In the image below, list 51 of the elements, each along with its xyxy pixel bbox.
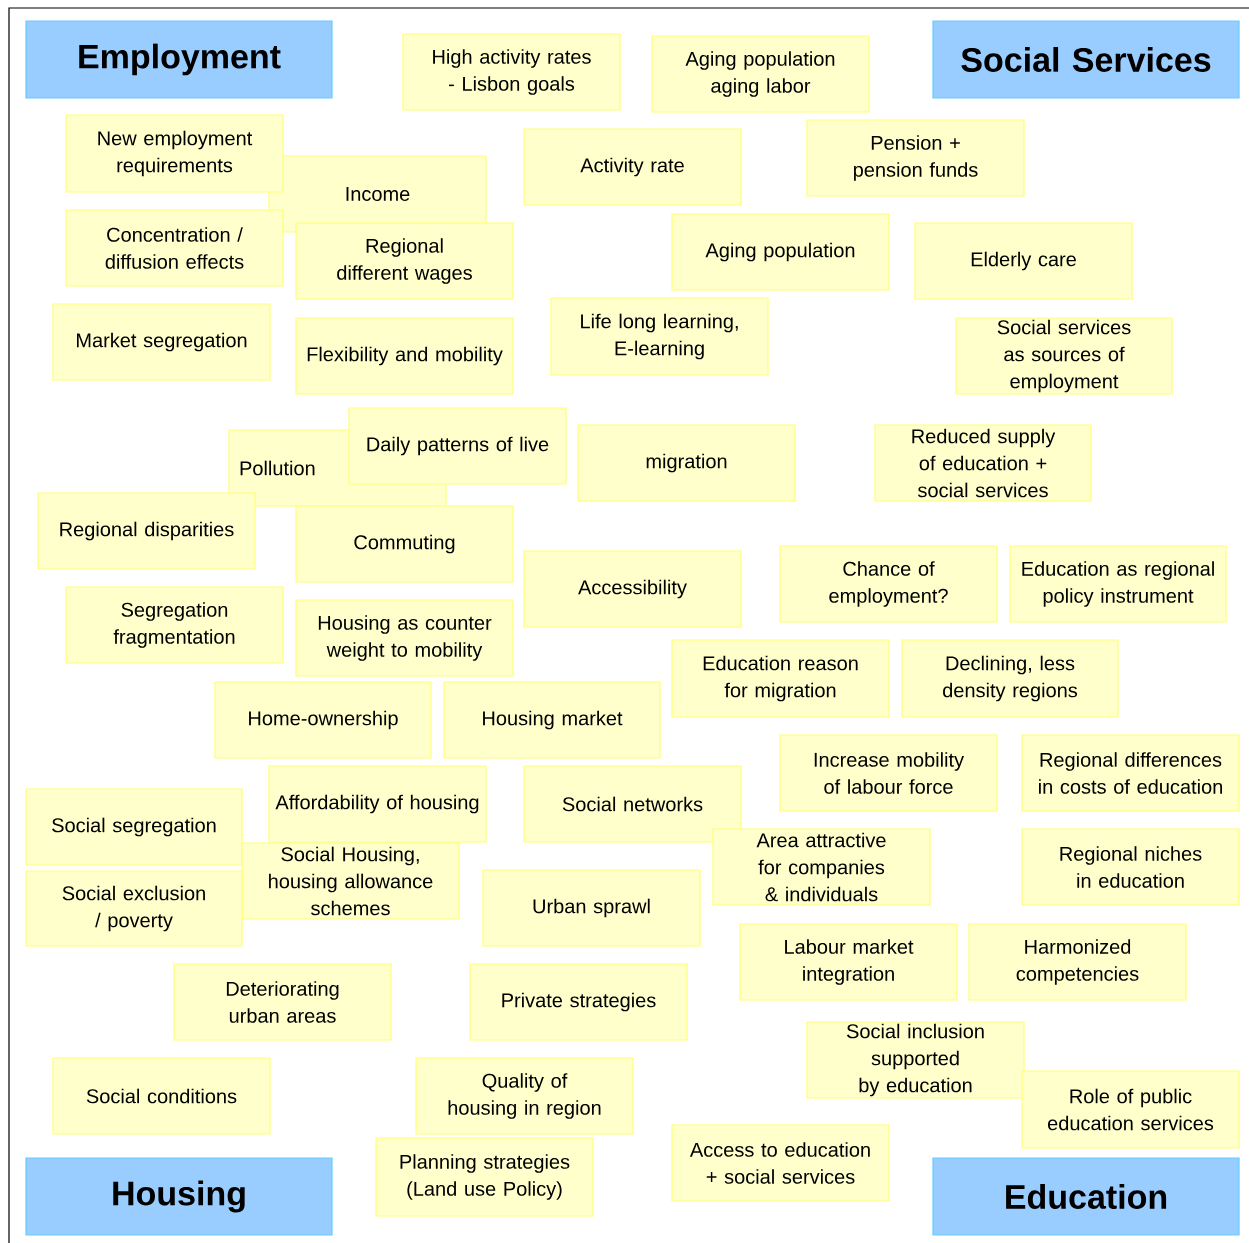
sticky-note: Elderly care <box>914 222 1133 300</box>
sticky-note: Aging population <box>671 213 890 291</box>
sticky-note: Labour market integration <box>739 923 958 1001</box>
sticky-note: Aging population aging labor <box>651 35 870 113</box>
sticky-note: Role of public education services <box>1021 1070 1240 1149</box>
sticky-note: Flexibility and mobility <box>295 317 514 395</box>
sticky-note: Housing as counter weight to mobility <box>295 599 514 677</box>
sticky-note: Regional niches in education <box>1021 828 1240 906</box>
sticky-note: Social services as sources of employment <box>955 317 1173 395</box>
sticky-note: Market segregation <box>52 303 271 381</box>
sticky-note: Harmonized competencies <box>968 923 1187 1001</box>
sticky-note: Planning strategies (Land use Policy) <box>375 1137 594 1217</box>
sticky-note: Pension + pension funds <box>806 119 1025 197</box>
sticky-note: Housing market <box>443 681 661 759</box>
sticky-note: Home-ownership <box>214 681 432 759</box>
sticky-note: Education as regional policy instrument <box>1009 545 1227 623</box>
sticky-note: Social segregation <box>25 788 243 866</box>
sticky-note: Daily patterns of live <box>348 407 567 485</box>
sticky-note: Social networks <box>523 765 742 843</box>
sticky-note: Social inclusion supported by education <box>806 1021 1025 1099</box>
heading-box: Employment <box>25 20 333 99</box>
sticky-note: Regional disparities <box>37 492 256 570</box>
sticky-note: Social conditions <box>52 1057 271 1135</box>
sticky-note: Regional differences in costs of education <box>1021 734 1240 812</box>
sticky-note: Deteriorating urban areas <box>173 963 392 1041</box>
sticky-note: Social exclusion / poverty <box>25 870 243 947</box>
sticky-note: Chance of employment? <box>779 545 998 623</box>
sticky-note: Area attractive for companies & individuals <box>712 828 931 906</box>
heading-box: Housing <box>25 1157 333 1236</box>
sticky-note: Private strategies <box>469 963 688 1041</box>
sticky-note: Segregation fragmentation <box>65 586 284 664</box>
sticky-note: Declining, less density regions <box>901 639 1119 718</box>
heading-box: Social Services <box>932 20 1240 99</box>
sticky-note: High activity rates - Lisbon goals <box>402 33 621 111</box>
sticky-note: Life long learning, E-learning <box>550 297 769 376</box>
sticky-note: Commuting <box>295 505 514 583</box>
sticky-note: Regional different wages <box>295 222 514 300</box>
sticky-note: New employment requirements <box>65 114 284 193</box>
sticky-note: Affordability of housing <box>268 765 487 843</box>
sticky-note: Social Housing, housing allowance schemes <box>241 842 460 920</box>
sticky-note: Access to education + social services <box>671 1124 890 1202</box>
sticky-note: Activity rate <box>523 128 742 206</box>
sticky-note: migration <box>577 424 796 502</box>
sticky-note: Quality of housing in region <box>415 1057 634 1135</box>
heading-box: Education <box>932 1157 1240 1236</box>
sticky-note: Education reason for migration <box>671 639 890 718</box>
sticky-note: Accessibility <box>523 550 742 628</box>
sticky-note: Reduced supply of education + social services <box>874 424 1092 502</box>
sticky-note: Increase mobility of labour force <box>779 734 998 812</box>
sticky-note: Concentration / diffusion effects <box>65 209 284 287</box>
sticky-note: Urban sprawl <box>482 869 701 947</box>
